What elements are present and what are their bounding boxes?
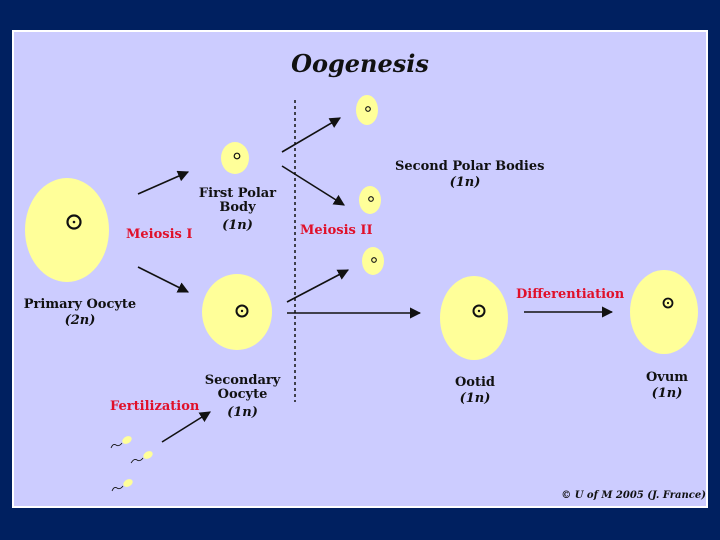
second-polar-body-middle (359, 186, 381, 214)
first-polar-body-cell (221, 142, 249, 174)
sperm-icon (110, 436, 132, 449)
first-polar-body-ploidy: (1n) (222, 218, 253, 233)
secondary-oocyte-label: Secondary Oocyte (204, 373, 281, 402)
arrow-polar-body-to-second-middle (281, 165, 345, 206)
sperm-icon (111, 479, 133, 492)
sperm-icon (130, 451, 153, 464)
differentiation-label: Differentiation (516, 287, 625, 302)
primary-oocyte-label: Primary Oocyte (23, 297, 137, 312)
ovum-ploidy: (1n) (651, 386, 683, 401)
secondary-oocyte-cell (202, 274, 272, 350)
meiosis-2-label: Meiosis II (300, 223, 373, 238)
arrow-polar-body-to-second-top (281, 117, 341, 153)
ootid-label: Ootid (454, 375, 496, 390)
secondary-oocyte-ploidy: (1n) (227, 405, 258, 420)
second-polar-bodies-label: Second Polar Bodies (395, 159, 545, 174)
ovum-cell (630, 270, 698, 354)
copyright-text: © U of M 2005 (J. France) (561, 490, 706, 501)
ovum-label: Ovum (645, 370, 689, 385)
arrow-fertilization (161, 411, 211, 443)
second-polar-body-bottom (362, 247, 384, 275)
arrow-primary-to-secondary-oocyte (137, 266, 190, 293)
arrow-secondary-to-second-bottom (286, 269, 349, 303)
fertilization-label: Fertilization (110, 399, 200, 414)
second-polar-body-top (356, 95, 378, 125)
arrow-primary-to-first-polar-body (137, 170, 190, 195)
diagram-title: Oogenesis (291, 49, 429, 78)
second-polar-bodies-ploidy: (1n) (449, 175, 481, 190)
ootid-ploidy: (1n) (459, 391, 491, 406)
meiosis-1-label: Meiosis I (126, 227, 193, 242)
primary-oocyte-ploidy: (2n) (64, 313, 96, 328)
primary-oocyte-cell (25, 178, 109, 282)
ootid-cell (440, 276, 508, 360)
first-polar-body-label: First Polar Body (198, 186, 277, 215)
